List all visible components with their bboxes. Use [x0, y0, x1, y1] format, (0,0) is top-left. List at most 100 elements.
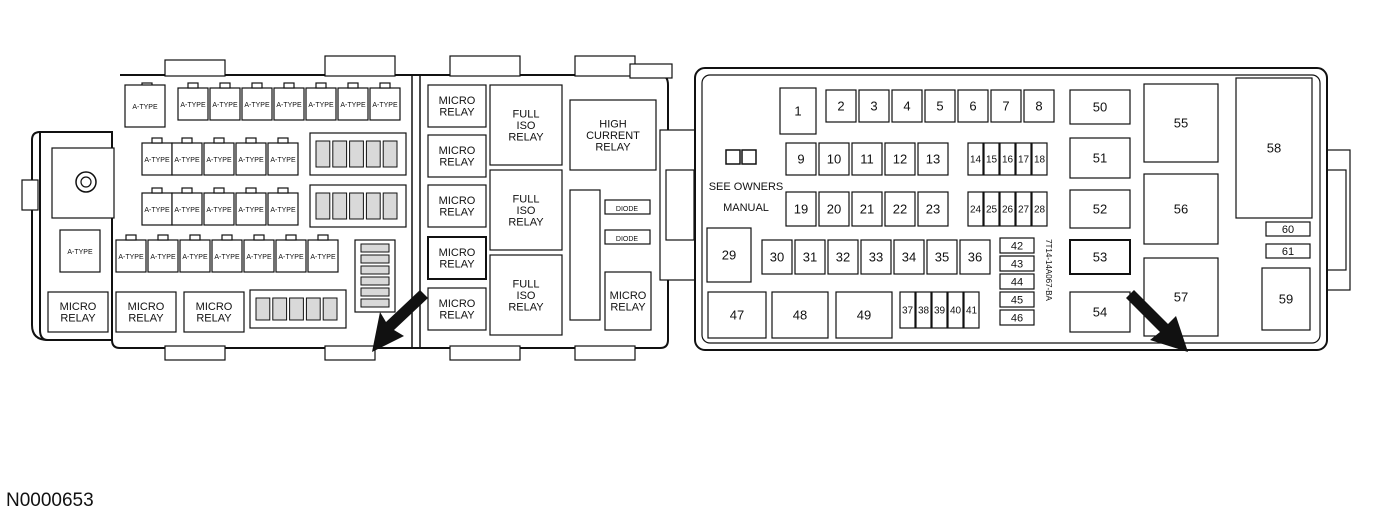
fuse-37: [899, 291, 916, 329]
fuse-30: [761, 239, 793, 275]
fuse-label-33: 33: [869, 250, 883, 265]
a-type-relay: [273, 87, 305, 121]
a-type-relay: [171, 192, 203, 226]
a-type-relay: [171, 142, 203, 176]
a-type-relay: [177, 87, 209, 121]
fuse-label-19: 19: [794, 202, 808, 217]
relay-tab: [189, 234, 201, 241]
a-type-label: A-TYPE: [310, 254, 336, 261]
fuse-2: [825, 89, 857, 123]
fuse-46: [999, 309, 1035, 326]
a-type-relay: [59, 229, 101, 273]
fuse-label-23: 23: [926, 202, 940, 217]
fuse-23: [917, 191, 949, 227]
micro-relay-label: RELAY: [60, 313, 96, 325]
a-type-relay: [337, 87, 369, 121]
fuse-label-61: 61: [1282, 246, 1294, 258]
mini-fuse: [360, 287, 390, 297]
fuse-label-21: 21: [860, 202, 874, 217]
fuse-58: [1235, 77, 1313, 219]
fuse-13: [917, 142, 949, 176]
a-type-label: A-TYPE: [132, 104, 158, 111]
fuse-label-39: 39: [934, 306, 946, 317]
micro-relay-label: RELAY: [439, 107, 475, 119]
fuse-label-4: 4: [903, 99, 910, 114]
a-type-label: A-TYPE: [246, 254, 272, 261]
fuse-32: [827, 239, 859, 275]
fuse-label-7: 7: [1002, 99, 1009, 114]
relay-tab: [125, 234, 137, 241]
mini-fuse: [349, 192, 364, 220]
full-iso-relay: [489, 169, 563, 251]
relay-tab: [347, 82, 359, 89]
diode: [604, 229, 651, 245]
fuse-label-35: 35: [935, 250, 949, 265]
fuse-label-48: 48: [793, 308, 807, 323]
fuse-label-36: 36: [968, 250, 982, 265]
relay-tab: [187, 82, 199, 89]
a-type-label: A-TYPE: [144, 157, 170, 164]
a-type-label: A-TYPE: [118, 254, 144, 261]
fuse-label-44: 44: [1011, 276, 1023, 288]
fuse-label-17: 17: [1018, 155, 1030, 166]
relay-tab: [181, 187, 193, 194]
mini-fuse: [382, 140, 398, 168]
fuse-59: [1261, 267, 1311, 331]
a-type-label: A-TYPE: [270, 157, 296, 164]
relay-tab: [285, 234, 297, 241]
a-type-relay: [235, 192, 267, 226]
fuse-39: [931, 291, 948, 329]
fuse-51: [1069, 137, 1131, 179]
fuse-6: [957, 89, 989, 123]
a-type-label: A-TYPE: [206, 157, 232, 164]
a-type-label: A-TYPE: [238, 157, 264, 164]
a-type-relay: [209, 87, 241, 121]
fuse-25: [983, 191, 1000, 227]
fuse-9: [785, 142, 817, 176]
relay-tab: [245, 187, 257, 194]
full-iso-relay-label: RELAY: [508, 131, 544, 143]
relay-tab: [245, 137, 257, 144]
micro-relay-label: RELAY: [196, 313, 232, 325]
fuse-label-1: 1: [794, 104, 801, 119]
a-type-label: A-TYPE: [67, 249, 93, 256]
fuse-label-2: 2: [837, 99, 844, 114]
fuse-40: [947, 291, 964, 329]
a-type-label: A-TYPE: [214, 254, 240, 261]
fuse-18: [1031, 142, 1048, 176]
mini-fuse: [360, 254, 390, 264]
a-type-label: A-TYPE: [150, 254, 176, 261]
micro-relay-label: MICRO: [196, 301, 233, 313]
micro-relay-label: RELAY: [128, 313, 164, 325]
fuse-8: [1023, 89, 1055, 123]
fuse-label-25: 25: [986, 205, 998, 216]
relay-tab: [157, 234, 169, 241]
fuse-label-3: 3: [870, 99, 877, 114]
micro-relay-label: MICRO: [439, 145, 476, 157]
a-type-relay: [203, 142, 235, 176]
fuse-34: [893, 239, 925, 275]
micro-relay: [427, 84, 487, 128]
fuse-55: [1143, 83, 1219, 163]
micro-relay-label: RELAY: [610, 302, 646, 314]
fuse-label-40: 40: [950, 306, 962, 317]
micro-relay-label: RELAY: [439, 259, 475, 271]
fuse-label-16: 16: [1002, 155, 1014, 166]
fuse-33: [860, 239, 892, 275]
mini-fuse: [365, 140, 381, 168]
micro-relay-label: MICRO: [439, 247, 476, 259]
micro-relay: [183, 291, 245, 333]
fuse-label-37: 37: [902, 306, 914, 317]
micro-relay-label: RELAY: [439, 207, 475, 219]
a-type-label: A-TYPE: [278, 254, 304, 261]
relay-tab: [213, 137, 225, 144]
mini-fuse: [315, 192, 331, 220]
full-iso-relay-label: FULL: [513, 278, 540, 290]
fuse-4: [891, 89, 923, 123]
see-owners-manual-label: MANUAL: [723, 202, 769, 214]
micro-relay-label: MICRO: [439, 298, 476, 310]
micro-relay: [427, 287, 487, 331]
fuse-label-51: 51: [1093, 151, 1107, 166]
relay-tab: [277, 187, 289, 194]
